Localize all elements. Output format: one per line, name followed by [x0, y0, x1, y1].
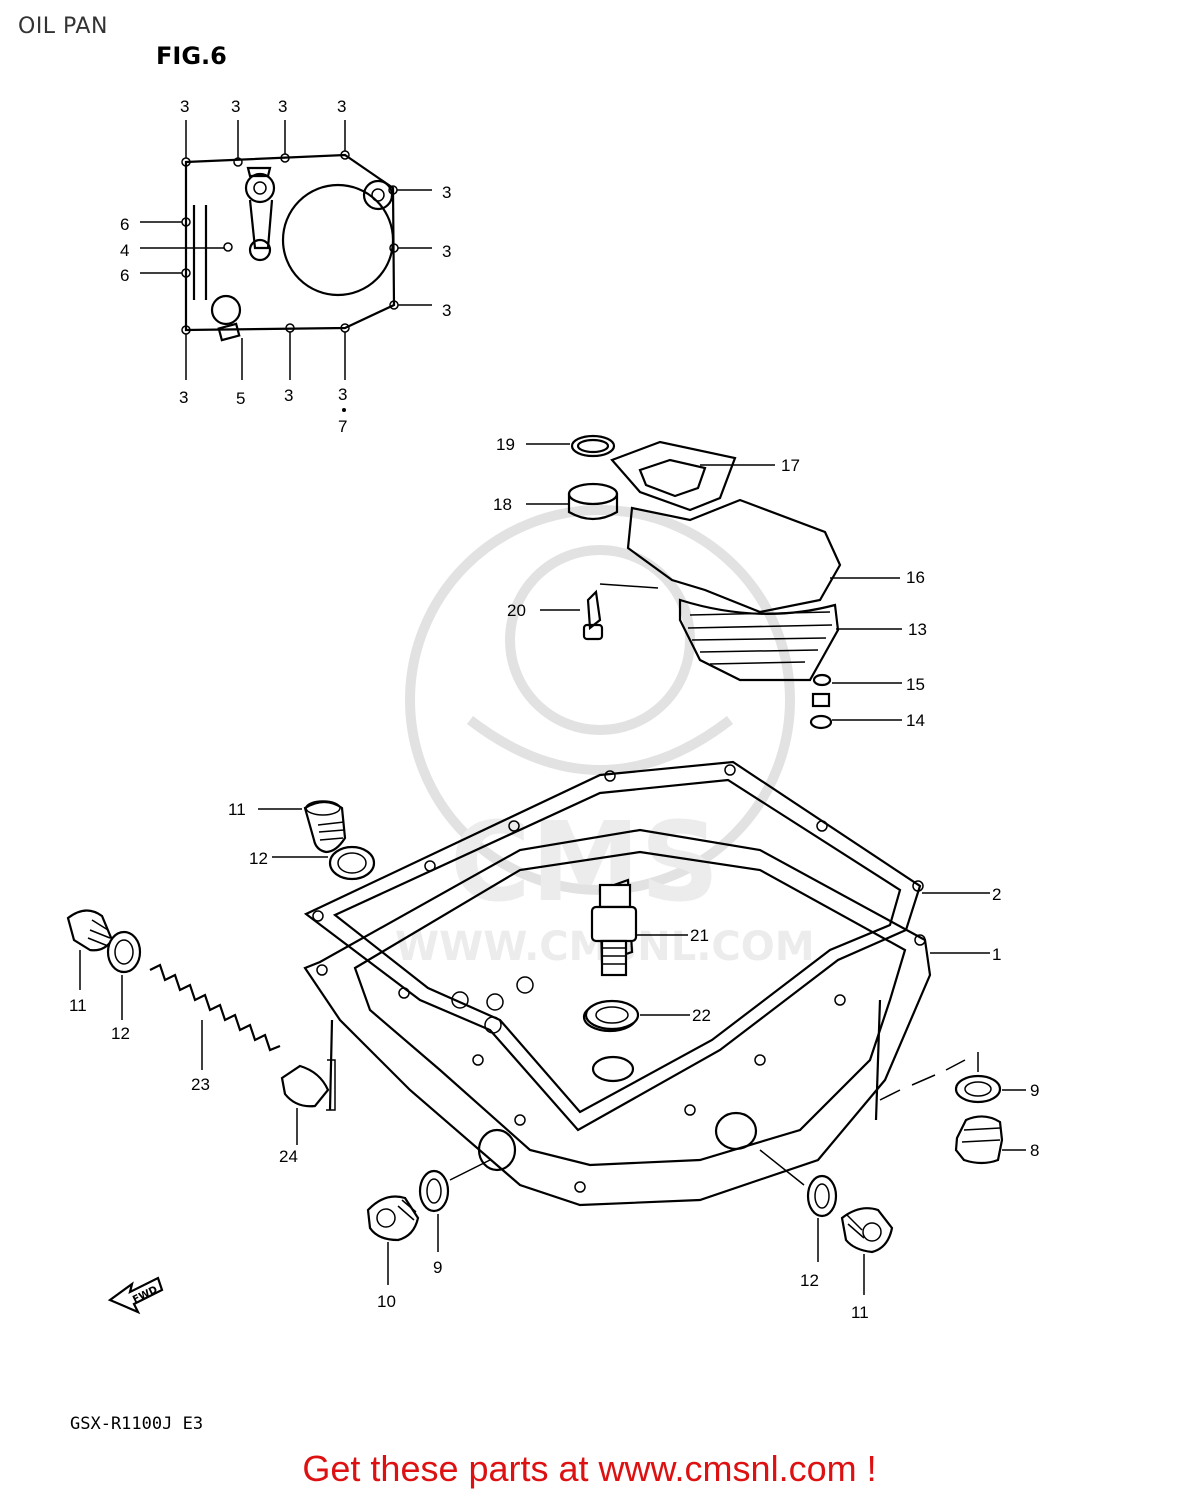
- callout-23: 23: [191, 1075, 210, 1094]
- callout-12: 12: [800, 1271, 819, 1290]
- fwd-arrow-icon: FWD: [107, 1276, 164, 1315]
- callout-7: 7: [338, 417, 347, 436]
- plug-and-gasket-top: [303, 800, 376, 881]
- callout-3: 3: [442, 242, 451, 261]
- callout-22: 22: [692, 1006, 711, 1025]
- callout-6: 6: [120, 266, 129, 285]
- callout-20: 20: [507, 601, 526, 620]
- callout-8: 8: [1030, 1141, 1039, 1160]
- callout-18: 18: [493, 495, 512, 514]
- callout-12: 12: [111, 1024, 130, 1043]
- fwd-label: FWD: [131, 1284, 159, 1305]
- callout-3: 3: [337, 97, 346, 116]
- callout-10: 10: [377, 1292, 396, 1311]
- callout-6: 6: [120, 215, 129, 234]
- model-code: GSX-R1100J E3: [70, 1414, 204, 1434]
- page-title: OIL PAN: [18, 14, 108, 39]
- callout-4: 4: [120, 241, 129, 260]
- callout-3: 3: [179, 388, 188, 407]
- oil-pressure-switch: [584, 883, 640, 1031]
- callout-24: 24: [279, 1147, 298, 1166]
- callout-9: 9: [433, 1258, 442, 1277]
- callout-15: 15: [906, 675, 925, 694]
- drain-plugs-bottom: [366, 1169, 894, 1254]
- watermark-brand: CMS: [450, 798, 719, 926]
- drain-plug-right: [954, 1074, 1004, 1165]
- clutch-cover-inset: [140, 120, 432, 380]
- callout-12: 12: [249, 849, 268, 868]
- relief-valve-parts: [66, 909, 336, 1111]
- callout-3: 3: [442, 183, 451, 202]
- callout-17: 17: [781, 456, 800, 475]
- cta-link[interactable]: Get these parts at www.cmsnl.com !: [302, 1448, 877, 1489]
- callout-3: 3: [442, 301, 451, 320]
- callout-3: 3: [338, 385, 347, 404]
- callout-13: 13: [908, 620, 927, 639]
- callout-11: 11: [69, 996, 87, 1015]
- callout-9: 9: [1030, 1081, 1039, 1100]
- figure-label: FIG.6: [156, 42, 227, 70]
- callout-19: 19: [496, 435, 515, 454]
- callout-21: 21: [690, 926, 709, 945]
- callout-3: 3: [180, 97, 189, 116]
- callout-14: 14: [906, 711, 925, 730]
- callout-3: 3: [278, 97, 287, 116]
- callout-3: 3: [284, 386, 293, 405]
- callout-1: 1: [992, 945, 1001, 964]
- callout-16: 16: [906, 568, 925, 587]
- oil-pan-assembly: [303, 760, 932, 1207]
- callout-5: 5: [236, 389, 245, 408]
- callout-11: 11: [228, 800, 246, 819]
- callout-11: 11: [851, 1303, 869, 1322]
- callout-3: 3: [231, 97, 240, 116]
- callout-2: 2: [992, 885, 1001, 904]
- oil-strainer-assembly: [567, 434, 842, 730]
- callout-dot: [342, 408, 346, 412]
